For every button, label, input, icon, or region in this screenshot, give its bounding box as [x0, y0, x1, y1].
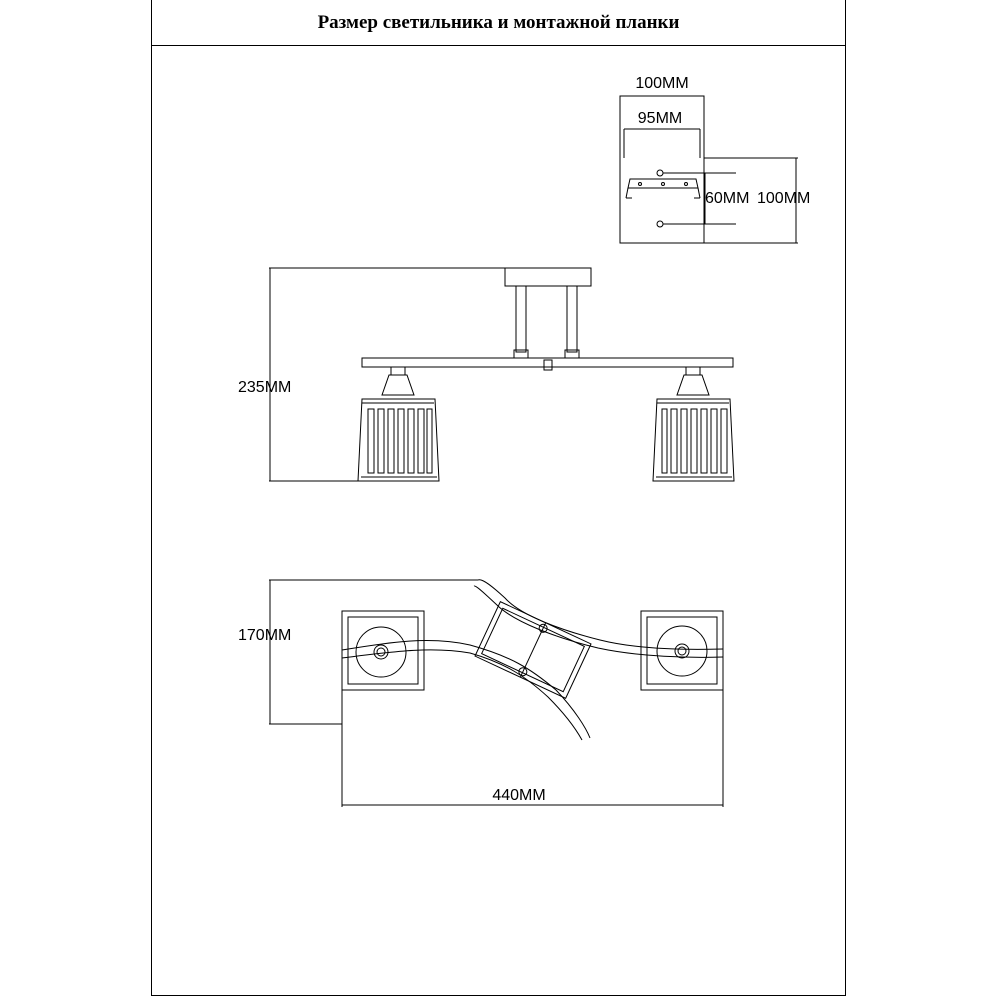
curved-arm [341, 579, 724, 741]
label-bracket-inner-width: 95MM [638, 110, 682, 127]
bracket-hole-top [656, 169, 664, 177]
label-bracket-height: 100MM [757, 190, 810, 207]
support-rod-left [515, 285, 527, 353]
label-bracket-outer-width: 100MM [635, 75, 688, 92]
bracket-plate [625, 178, 701, 199]
arm-center-joint [543, 359, 553, 371]
lamp-top-right [640, 610, 724, 691]
page-title: Размер светильника и монтажной планки [317, 11, 680, 33]
lamp-side-left [357, 366, 440, 482]
label-fixture-length: 440MM [492, 787, 545, 804]
label-fixture-height: 235MM [238, 379, 291, 396]
label-bracket-hole-spacing: 60MM [705, 190, 749, 207]
bracket-detail [619, 95, 798, 244]
lamp-top-left [341, 610, 425, 691]
lamp-side-right [652, 366, 735, 482]
drawing-sheet: Размер светильника и монтажной планки [151, 0, 846, 996]
title-bar: Размер светильника и монтажной планки [152, 0, 845, 46]
side-view [269, 267, 735, 482]
center-canopy-top [474, 601, 592, 699]
top-view [269, 579, 724, 807]
arm-bar [361, 357, 734, 368]
bracket-hole-bottom [656, 220, 664, 228]
label-fixture-depth: 170MM [238, 627, 291, 644]
support-rod-right [566, 285, 578, 353]
ceiling-canopy [504, 267, 592, 287]
